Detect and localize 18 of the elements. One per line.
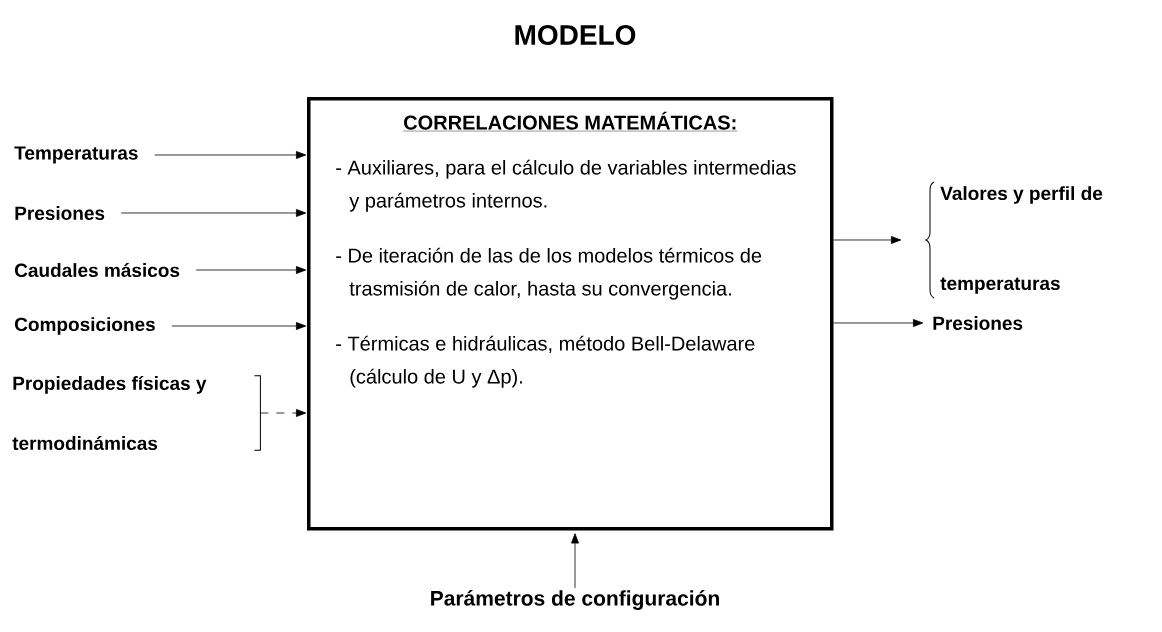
- input-label: Composiciones: [15, 317, 155, 335]
- input-label: Temperaturas: [14, 146, 138, 164]
- arrow: [171, 322, 307, 330]
- input-label: Parámetros de configuración: [431, 590, 719, 610]
- input-label: Caudales másicos: [15, 262, 180, 278]
- arrow: [833, 236, 902, 244]
- arrow: [571, 533, 579, 589]
- arrow: [260, 409, 307, 417]
- arrow: [195, 266, 307, 274]
- process-box: CORRELACIONES MATEMÁTICAS: - Auxiliares, para el cálculo de variables intermedias y parámetros internos. - De iteración de las de los modelos térmicos de trasmisión de calor, hasta su convergencia. - Térmicas e hidráulicas, método Bell-Delaware (cálculo de U y Δp).: [307, 97, 834, 531]
- input-label: Presiones: [15, 206, 105, 220]
- input-label: Propiedades físicas y termodinámicas: [12, 375, 207, 451]
- output-label: Valores y perfil de temperaturas: [940, 186, 1103, 294]
- arrow: [154, 151, 307, 159]
- output-label: Presiones: [933, 316, 1023, 330]
- arrow: [120, 209, 307, 217]
- title: MODELO: [515, 25, 636, 45]
- arrow: [833, 319, 924, 327]
